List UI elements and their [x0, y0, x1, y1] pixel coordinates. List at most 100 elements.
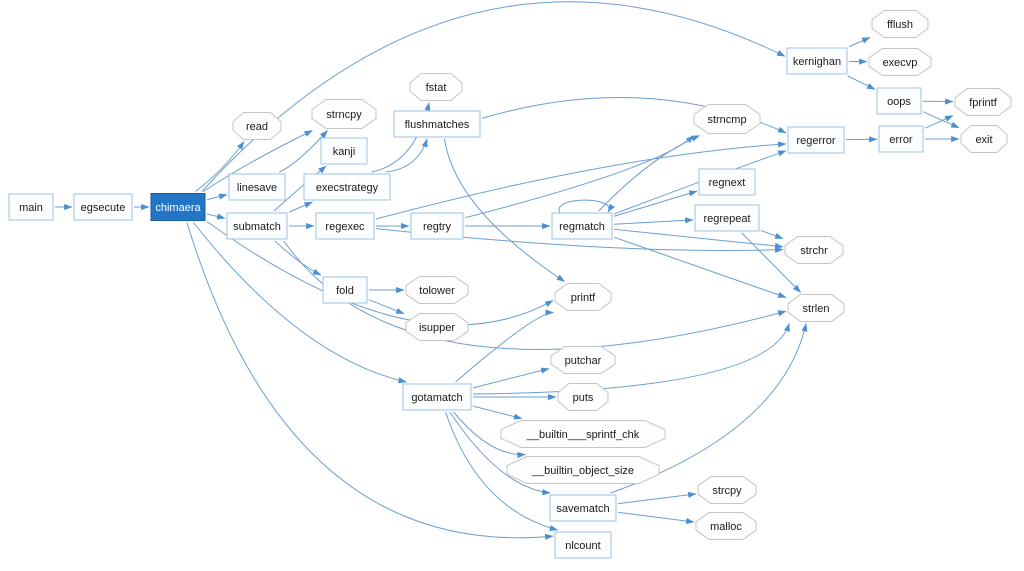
node-shape	[303, 173, 391, 201]
node-shape	[311, 99, 377, 129]
node-shape	[698, 168, 756, 196]
node-flushmatches[interactable]: flushmatches	[393, 110, 481, 138]
node-strcpy[interactable]: strcpy	[697, 476, 757, 504]
node-shape	[694, 204, 760, 232]
node-fold[interactable]: fold	[322, 276, 368, 304]
node-nlcount[interactable]: nlcount	[554, 531, 612, 559]
edge-execstrategy-flushmatches	[385, 138, 428, 173]
edge-kernighan-oops	[847, 75, 876, 90]
node-shape	[550, 346, 616, 374]
node-label: fstat	[426, 82, 447, 94]
node-label: oops	[887, 96, 911, 108]
node-shape	[868, 48, 932, 76]
node-sprintf_chk[interactable]: __builtin___sprintf_chk	[500, 420, 666, 448]
edge-savematch-malloc	[617, 511, 695, 525]
node-fprintf[interactable]: fprintf	[954, 88, 1012, 116]
node-tolower[interactable]: tolower	[405, 276, 469, 304]
node-label: chimaera	[155, 202, 201, 214]
node-strchr[interactable]: strchr	[784, 236, 844, 264]
node-submatch[interactable]: submatch	[226, 212, 288, 240]
node-label: regexec	[325, 221, 365, 233]
node-chimaera[interactable]: chimaera	[150, 193, 206, 221]
node-label: __builtin_object_size	[531, 465, 634, 477]
node-printf[interactable]: printf	[554, 283, 612, 311]
node-regexec[interactable]: regexec	[315, 212, 375, 240]
node-gotamatch[interactable]: gotamatch	[402, 383, 472, 411]
nodes-layer: main egsecute chimaera read strncpy kanji line…	[8, 10, 1012, 559]
node-label: malloc	[710, 521, 742, 533]
node-shape	[786, 47, 848, 75]
edge-chimaera-printf	[206, 221, 554, 326]
node-shape	[549, 494, 617, 522]
node-label: strlen	[803, 303, 830, 315]
node-shape	[554, 283, 612, 311]
edge-regmatch-strlen	[613, 236, 787, 298]
node-label: strcpy	[712, 485, 742, 497]
node-strncpy[interactable]: strncpy	[311, 99, 377, 129]
node-label: kanji	[333, 146, 356, 158]
edge-gotamatch-savematch	[449, 411, 551, 496]
edge-chimaera-gotamatch	[192, 222, 407, 384]
node-shape	[554, 531, 612, 559]
node-label: execstrategy	[316, 182, 379, 194]
node-label: linesave	[237, 182, 277, 194]
node-object_size[interactable]: __builtin_object_size	[506, 456, 660, 484]
node-label: savematch	[556, 503, 609, 515]
node-puts[interactable]: puts	[557, 383, 609, 411]
node-fstat[interactable]: fstat	[409, 73, 463, 101]
node-shape	[551, 212, 613, 240]
node-label: regtry	[423, 221, 452, 233]
node-linesave[interactable]: linesave	[228, 173, 286, 201]
edge-regmatch-regmatch	[558, 199, 615, 214]
node-shape	[787, 294, 845, 322]
node-shape	[393, 110, 481, 138]
node-label: regnext	[709, 177, 746, 189]
node-main[interactable]: main	[8, 193, 54, 221]
edge-regmatch-strncmp	[598, 135, 700, 212]
node-strlen[interactable]: strlen	[787, 294, 845, 322]
node-fflush[interactable]: fflush	[871, 10, 929, 38]
node-isupper[interactable]: isupper	[405, 313, 469, 341]
edge-chimaera-strncpy	[203, 130, 313, 192]
node-shape	[228, 173, 286, 201]
edge-gotamatch-printf	[455, 309, 554, 383]
node-regrepeat[interactable]: regrepeat	[694, 204, 760, 232]
edge-gotamatch-strlen	[472, 323, 790, 395]
node-regmatch[interactable]: regmatch	[551, 212, 613, 240]
node-kernighan[interactable]: kernighan	[786, 47, 848, 75]
node-label: fold	[336, 285, 354, 297]
node-execvp[interactable]: execvp	[868, 48, 932, 76]
node-read[interactable]: read	[232, 112, 282, 140]
node-shape	[410, 212, 464, 240]
node-label: __builtin___sprintf_chk	[526, 429, 640, 441]
node-error[interactable]: error	[878, 125, 924, 153]
node-putchar[interactable]: putchar	[550, 346, 616, 374]
node-shape	[871, 10, 929, 38]
node-shape	[320, 137, 368, 165]
node-label: regmatch	[559, 221, 605, 233]
node-egsecute[interactable]: egsecute	[73, 193, 133, 221]
node-shape	[232, 112, 282, 140]
edge-gotamatch-object_size	[453, 411, 526, 459]
node-regtry[interactable]: regtry	[410, 212, 464, 240]
node-shape	[226, 212, 288, 240]
node-shape	[960, 125, 1008, 153]
node-strncmp[interactable]: strncmp	[693, 104, 761, 134]
node-shape	[322, 276, 368, 304]
edge-regmatch-regrepeat	[613, 217, 694, 225]
node-malloc[interactable]: malloc	[695, 512, 757, 540]
node-exit[interactable]: exit	[960, 125, 1008, 153]
node-savematch[interactable]: savematch	[549, 494, 617, 522]
node-kanji[interactable]: kanji	[320, 137, 368, 165]
node-regnext[interactable]: regnext	[698, 168, 756, 196]
edge-regmatch-regnext	[613, 190, 698, 217]
node-label: printf	[571, 292, 596, 304]
node-oops[interactable]: oops	[876, 87, 922, 115]
edge-chimaera-submatch	[206, 213, 226, 220]
node-regerror[interactable]: regerror	[787, 126, 845, 154]
node-shape	[405, 276, 469, 304]
edge-chimaera-read	[195, 141, 245, 192]
node-execstrategy[interactable]: execstrategy	[303, 173, 391, 201]
